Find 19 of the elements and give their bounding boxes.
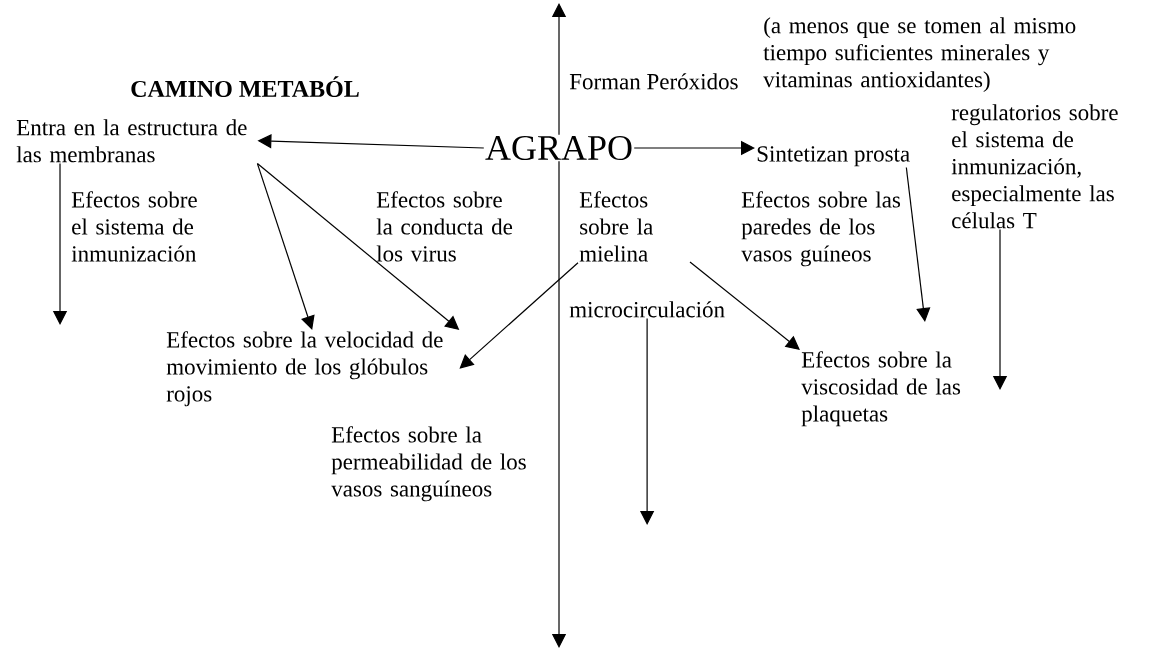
effect-text: Efectos sobre la mielina [579, 191, 653, 262]
effect-text: Efectos sobre la permeabilidad de los vasos sanguíneos [331, 426, 526, 502]
effect-text: regulatorios sobre el sistema de inmunización, especialmente las células T [951, 104, 1118, 229]
center-term: AGRAPO [485, 135, 632, 161]
effect-text: Forman Peróxidos [569, 73, 738, 90]
effect-text: Efectos sobre la conducta de los virus [376, 191, 513, 262]
effect-text: Efectos sobre la viscosidad de las plaquetas [801, 351, 961, 427]
arrow [905, 166, 931, 322]
effect-text: Efectos sobre las paredes de los vasos guíneos [741, 191, 901, 267]
effect-text: Efectos sobre el sistema de inmunización [71, 191, 197, 262]
effect-text: Entra en la estructura de las membranas [16, 119, 247, 163]
effect-text: Sintetizan prosta [757, 146, 910, 167]
arrow [689, 261, 800, 350]
title: CAMINO METABÓL [131, 76, 359, 97]
effect-text: Efectos sobre la velocidad de movimiento de los glóbulos rojos [166, 331, 443, 407]
arrow [256, 163, 315, 330]
arrow [459, 262, 579, 369]
effect-text: (a menos que se tomen al mismo tiempo suficientes minerales y vitaminas antioxidantes) [763, 17, 1076, 93]
effect-text: microcirculación [569, 301, 725, 318]
